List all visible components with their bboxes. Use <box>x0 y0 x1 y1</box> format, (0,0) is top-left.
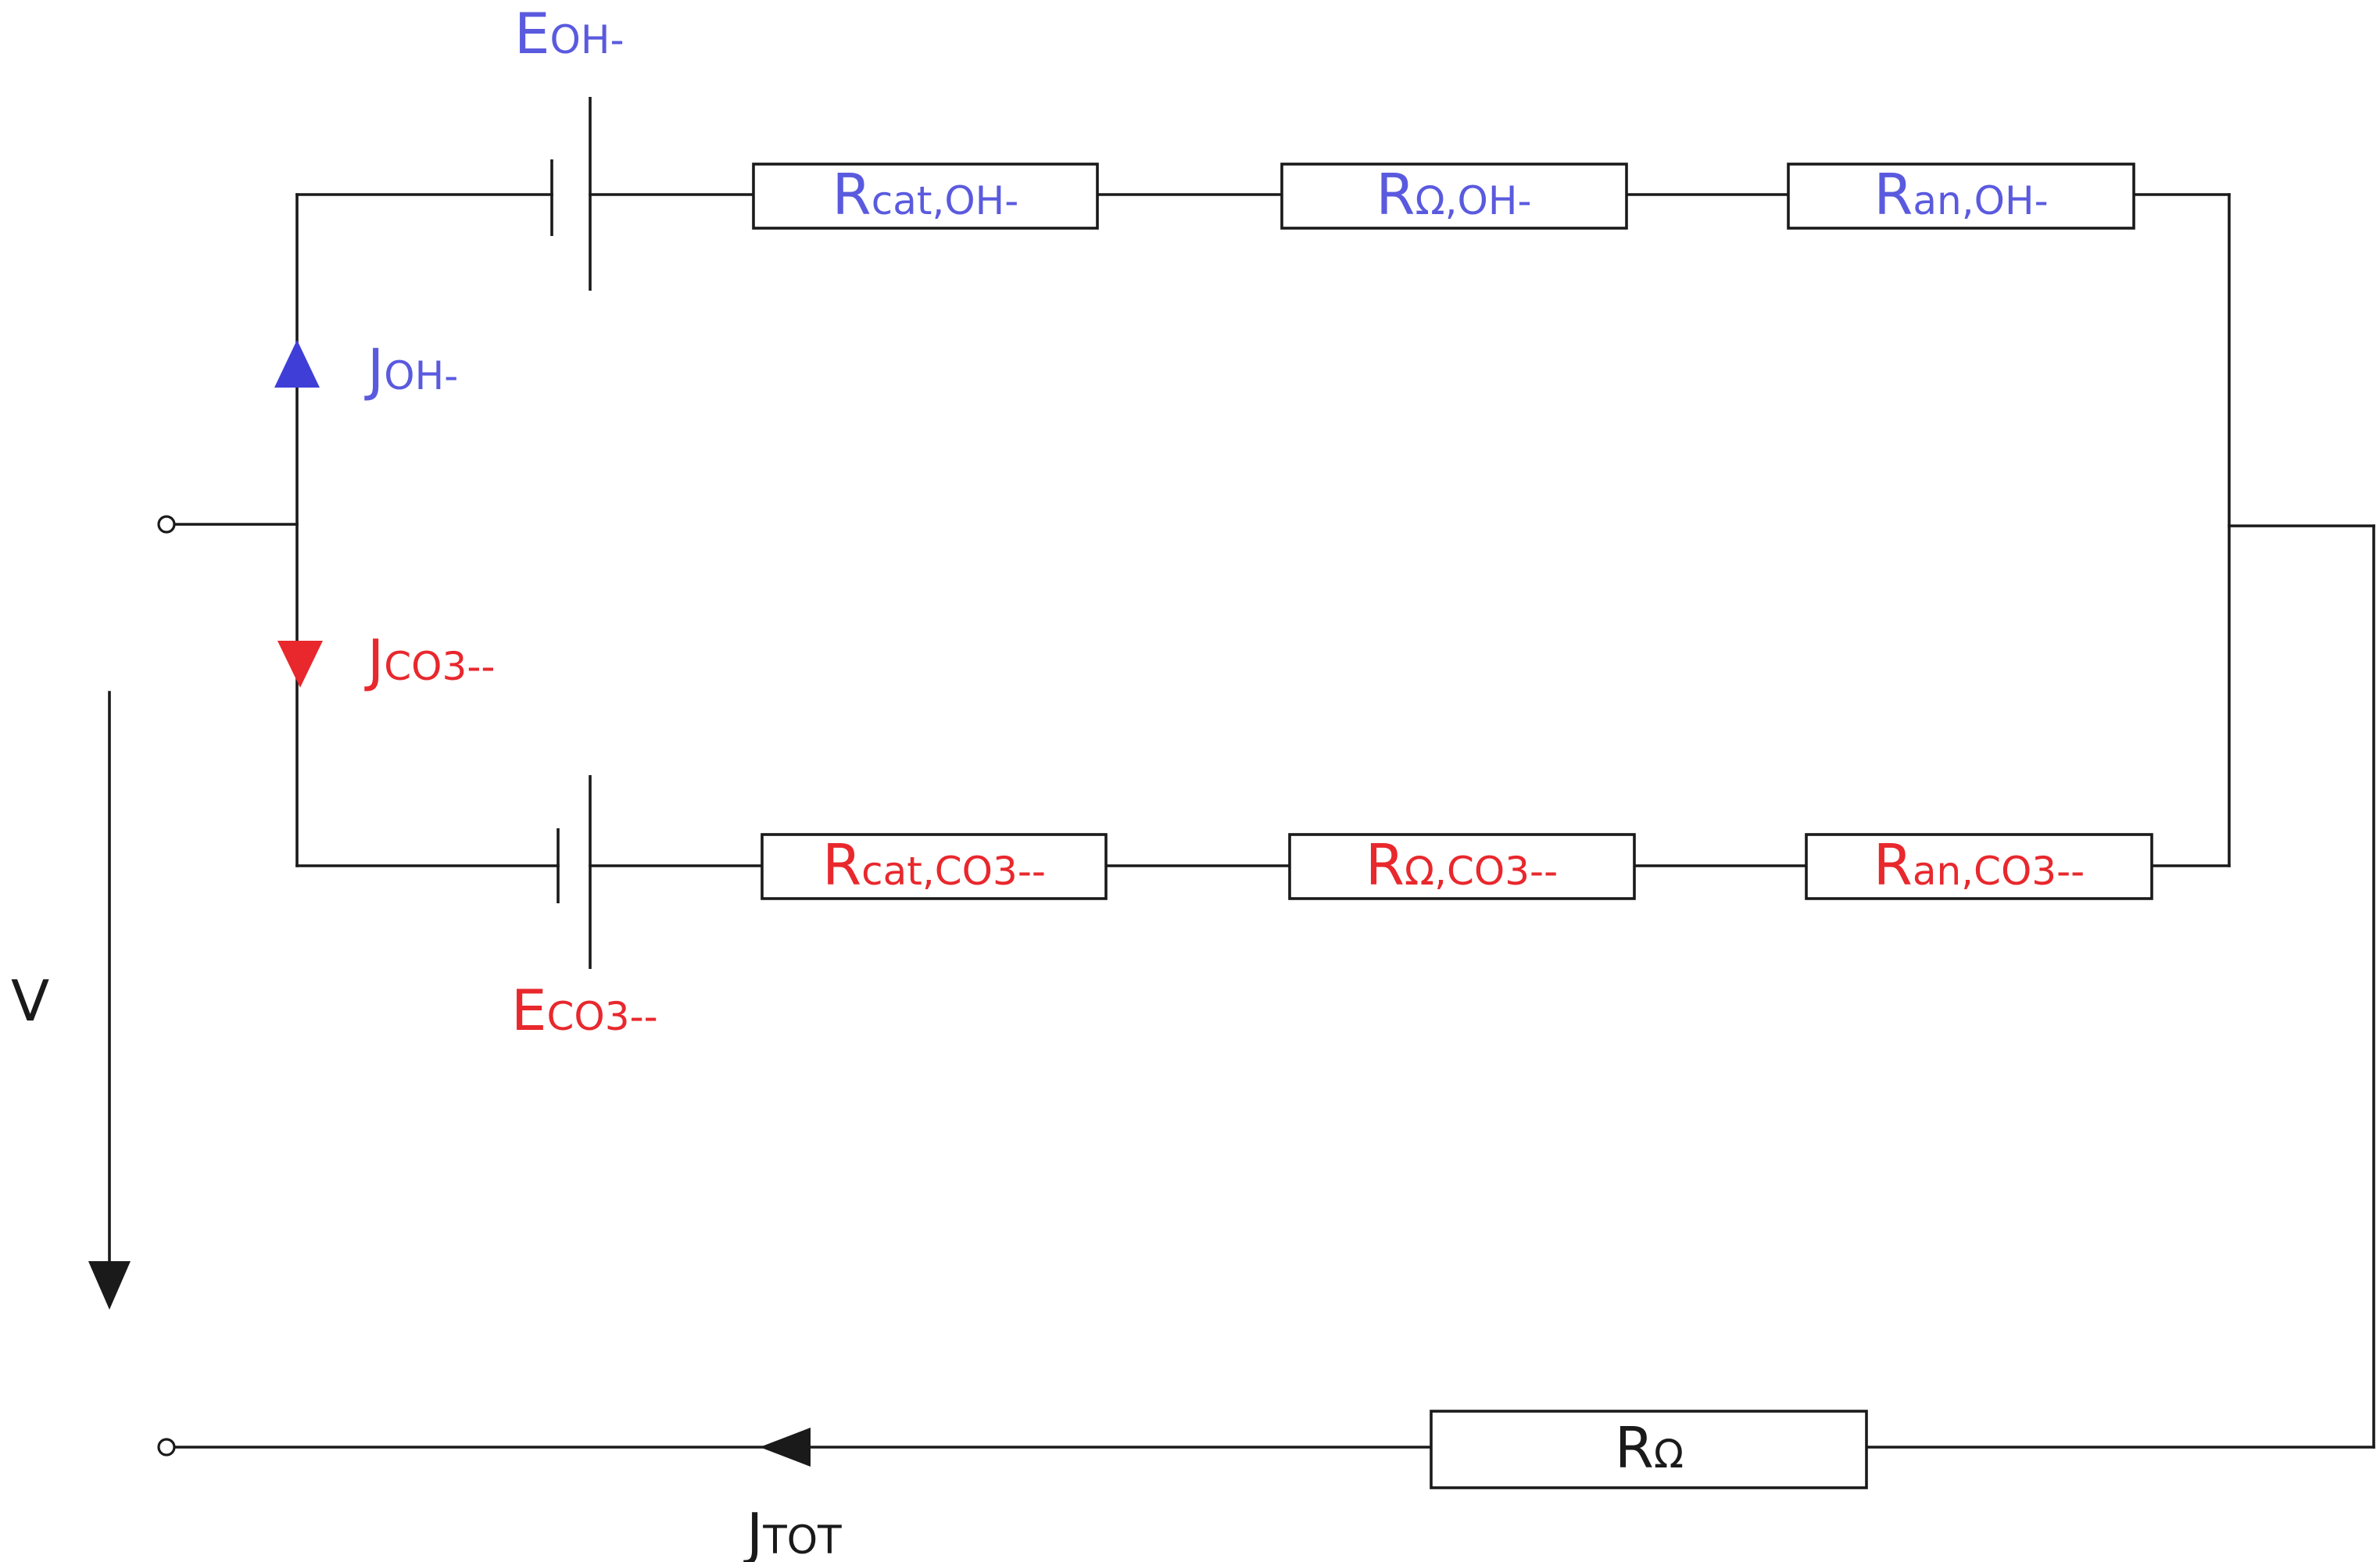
label-e-co3: ECO3-- <box>511 978 658 1043</box>
label-r-ohm-co3: RΩ,CO3-- <box>1365 832 1558 898</box>
current-oh-arrow <box>274 340 320 388</box>
voltage-arrow-head <box>88 1261 131 1310</box>
resistor-an-co3 <box>1805 833 2153 900</box>
label-j-tot: JTOT <box>743 1501 842 1562</box>
label-r-an-oh: Ran,OH- <box>1874 162 2048 227</box>
resistors <box>752 163 2153 1489</box>
resistor-ohm-total <box>1430 1410 1868 1489</box>
label-j-oh: JOH- <box>364 337 458 402</box>
label-j-co3: JCO3-- <box>364 627 495 693</box>
label-r-ohm-total: RΩ <box>1615 1415 1684 1481</box>
label-r-cat-co3: Rcat,CO3-- <box>822 832 1046 898</box>
battery-oh <box>550 97 592 291</box>
label-e-oh: EOH- <box>514 1 625 66</box>
label-r-an-co3: Ran,CO3-- <box>1874 832 2085 898</box>
output-terminal <box>157 1438 176 1457</box>
resistor-ohm-oh <box>1280 163 1628 230</box>
label-r-cat-oh: Rcat,OH- <box>832 162 1019 227</box>
current-co3-arrow <box>277 641 323 688</box>
resistor-cat-oh <box>752 163 1099 230</box>
wires <box>172 193 2375 1449</box>
total-current-arrow <box>760 1428 811 1467</box>
resistor-cat-co3 <box>761 833 1108 900</box>
label-r-ohm-oh: RΩ,OH- <box>1376 162 1531 227</box>
resistor-an-oh <box>1787 163 2135 230</box>
input-terminal <box>157 515 176 534</box>
resistor-ohm-co3 <box>1288 833 1636 900</box>
battery-co3 <box>557 775 592 969</box>
label-v: V <box>11 968 49 1034</box>
